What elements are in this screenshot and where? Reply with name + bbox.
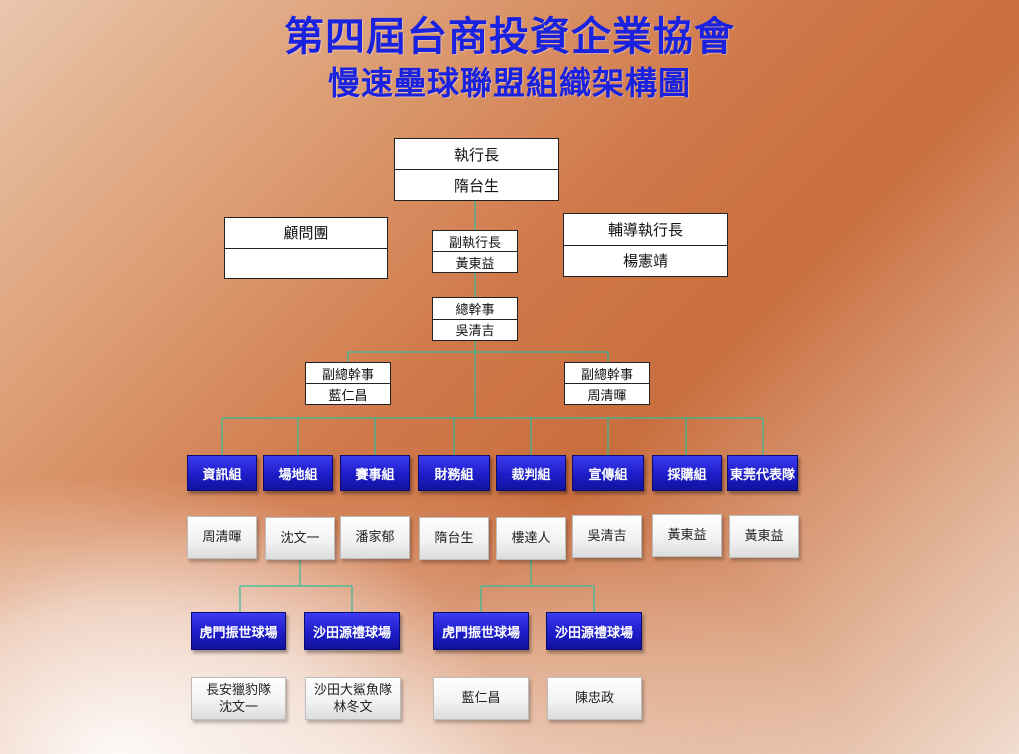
team-name: 沙田大鯊魚隊	[313, 682, 392, 698]
dept-venue: 場地組	[263, 455, 333, 491]
venue-team-shatian: 沙田大鯊魚隊 林冬文	[305, 677, 401, 720]
venue-team-humen: 長安獵豹隊 沈文一	[191, 677, 286, 720]
dept-publicity: 宣傳組	[572, 455, 644, 491]
lead-info: 周清暉	[187, 516, 257, 559]
venue-field-shatian: 沙田源禮球場	[304, 612, 400, 650]
lead-name: 樓達人	[511, 531, 551, 546]
dept-referee: 裁判組	[496, 455, 566, 491]
lead-finance: 隋台生	[419, 517, 489, 560]
chart-title: 第四屆台商投資企業協會	[284, 14, 735, 60]
advisors-role: 顧問團	[283, 224, 329, 243]
lead-name: 沈文一	[280, 531, 320, 546]
team-name: 長安獵豹隊	[205, 682, 271, 698]
dept-info: 資訊組	[187, 455, 257, 491]
lead-name: 吳清吉	[587, 529, 627, 544]
referee-shatian-name: 陳忠政	[547, 677, 642, 720]
venue-field-humen: 虎門振世球場	[191, 612, 286, 650]
lead-name: 潘家郁	[355, 530, 395, 545]
lead-referee: 樓達人	[496, 517, 566, 560]
deputy-left-box: 副總幹事 藍仁昌	[305, 362, 391, 405]
ceo-role: 執行長	[453, 145, 499, 164]
deputy-right-role: 副總幹事	[580, 367, 633, 383]
deputy-left-role: 副總幹事	[321, 367, 374, 383]
dept-finance: 財務組	[418, 455, 490, 491]
referee-field-humen: 虎門振世球場	[433, 612, 529, 650]
team-contact: 林冬文	[333, 699, 373, 715]
vice-ceo-name: 黃東益	[433, 251, 517, 272]
mentor-ceo-role: 輔導執行長	[607, 220, 683, 239]
lead-name: 黃東益	[667, 528, 707, 543]
chart-subtitle: 慢速壘球聯盟組織架構圖	[327, 64, 691, 102]
secretary-general-name: 吳清吉	[433, 318, 517, 341]
lead-purchasing: 黃東益	[652, 514, 722, 557]
referee-name: 陳忠政	[574, 691, 614, 706]
lead-venue: 沈文一	[265, 517, 335, 560]
team-contact: 沈文一	[218, 699, 258, 715]
lead-name: 黃東益	[744, 529, 784, 544]
dept-events: 賽事組	[340, 455, 410, 491]
secretary-general-box: 總幹事 吳清吉	[432, 297, 518, 341]
advisors-box: 顧問團	[224, 217, 388, 279]
mentor-ceo-name: 楊憲靖	[564, 244, 727, 277]
dept-dongguan-team: 東莞代表隊	[727, 455, 798, 491]
vice-ceo-role: 副執行長	[448, 235, 501, 251]
lead-name: 隋台生	[434, 531, 474, 546]
vice-ceo-box: 副執行長 黃東益	[432, 230, 518, 273]
ceo-name: 隋台生	[395, 169, 558, 200]
secretary-general-role: 總幹事	[455, 302, 495, 318]
lead-name: 周清暉	[202, 530, 242, 545]
deputy-right-box: 副總幹事 周清暉	[564, 362, 650, 405]
lead-publicity: 吳清吉	[572, 515, 642, 558]
advisors-name	[225, 247, 387, 279]
referee-field-shatian: 沙田源禮球場	[546, 612, 642, 650]
mentor-ceo-box: 輔導執行長 楊憲靖	[563, 213, 728, 277]
deputy-right-name: 周清暉	[565, 383, 649, 404]
dept-purchasing: 採購組	[652, 455, 722, 491]
deputy-left-name: 藍仁昌	[306, 383, 390, 404]
lead-dongguan-team: 黃東益	[729, 515, 799, 558]
referee-humen-name: 藍仁昌	[433, 677, 529, 720]
referee-name: 藍仁昌	[461, 691, 501, 706]
lead-events: 潘家郁	[340, 516, 410, 559]
ceo-box: 執行長 隋台生	[394, 138, 559, 201]
